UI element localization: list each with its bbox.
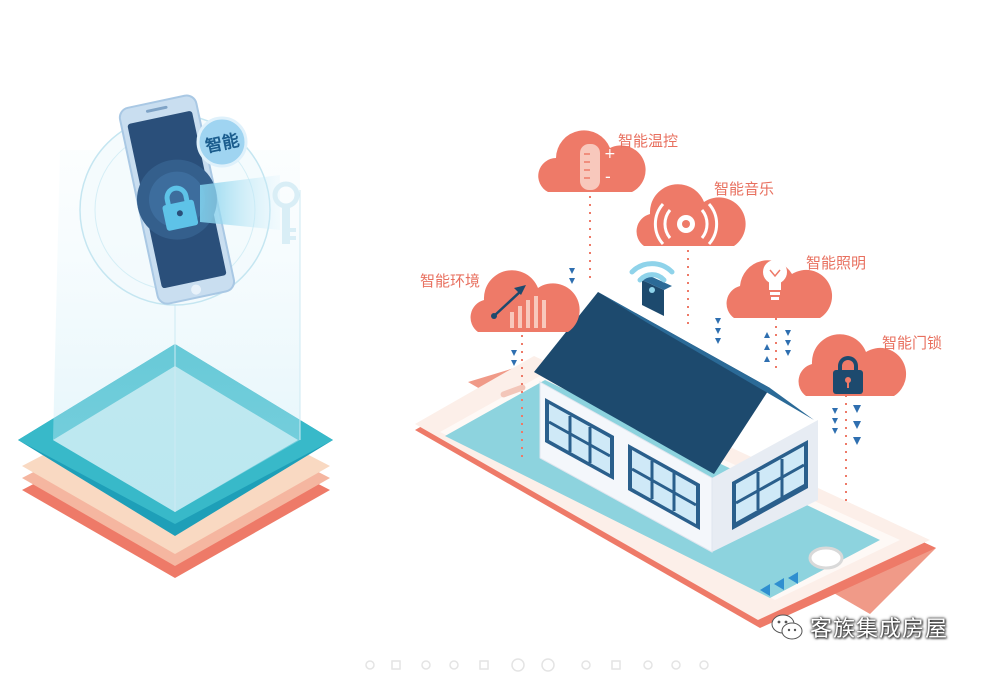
chart-arrow-icon bbox=[491, 285, 546, 328]
key-icon bbox=[272, 181, 300, 244]
lock-icon bbox=[162, 185, 199, 231]
thermometer-icon: + - bbox=[580, 144, 616, 190]
cloud-lighting: 智能照明 bbox=[726, 254, 866, 318]
signal-arrows bbox=[511, 268, 861, 445]
watermark-text: 客族集成房屋 bbox=[810, 617, 949, 642]
svg-text:-: - bbox=[605, 167, 611, 186]
cloud-label-music: 智能音乐 bbox=[714, 180, 774, 198]
window-side bbox=[732, 440, 808, 530]
cloud-doorlock: 智能门锁 bbox=[798, 334, 942, 396]
speaker-icon bbox=[653, 203, 719, 245]
connector-lines bbox=[521, 196, 847, 505]
wifi-icon bbox=[629, 261, 675, 293]
left-phone-platform: 智能 bbox=[18, 94, 333, 578]
smart-badge: 智能 bbox=[196, 116, 248, 168]
faint-icon-row bbox=[365, 658, 709, 672]
house bbox=[534, 276, 818, 553]
cloud-environment: 智能环境 bbox=[420, 270, 580, 332]
cloud-label-environment: 智能环境 bbox=[420, 272, 480, 290]
roof bbox=[534, 292, 770, 474]
cloud-label-doorlock: 智能门锁 bbox=[882, 334, 942, 352]
cloud-thermostat: + - 智能温控 bbox=[538, 130, 678, 192]
svg-text:+: + bbox=[604, 146, 616, 162]
wechat-icon bbox=[771, 614, 803, 640]
right-smart-home: + - 智能温控 智能音乐 bbox=[415, 130, 942, 628]
window-middle bbox=[628, 444, 700, 530]
padlock-icon bbox=[833, 356, 863, 394]
cloud-music: 智能音乐 bbox=[636, 180, 774, 246]
lightbulb-icon bbox=[763, 260, 787, 300]
window-left bbox=[545, 398, 614, 480]
cloud-label-thermostat: 智能温控 bbox=[618, 132, 678, 150]
watermark: 客族集成房屋 bbox=[770, 613, 949, 642]
cloud-label-lighting: 智能照明 bbox=[806, 254, 866, 272]
